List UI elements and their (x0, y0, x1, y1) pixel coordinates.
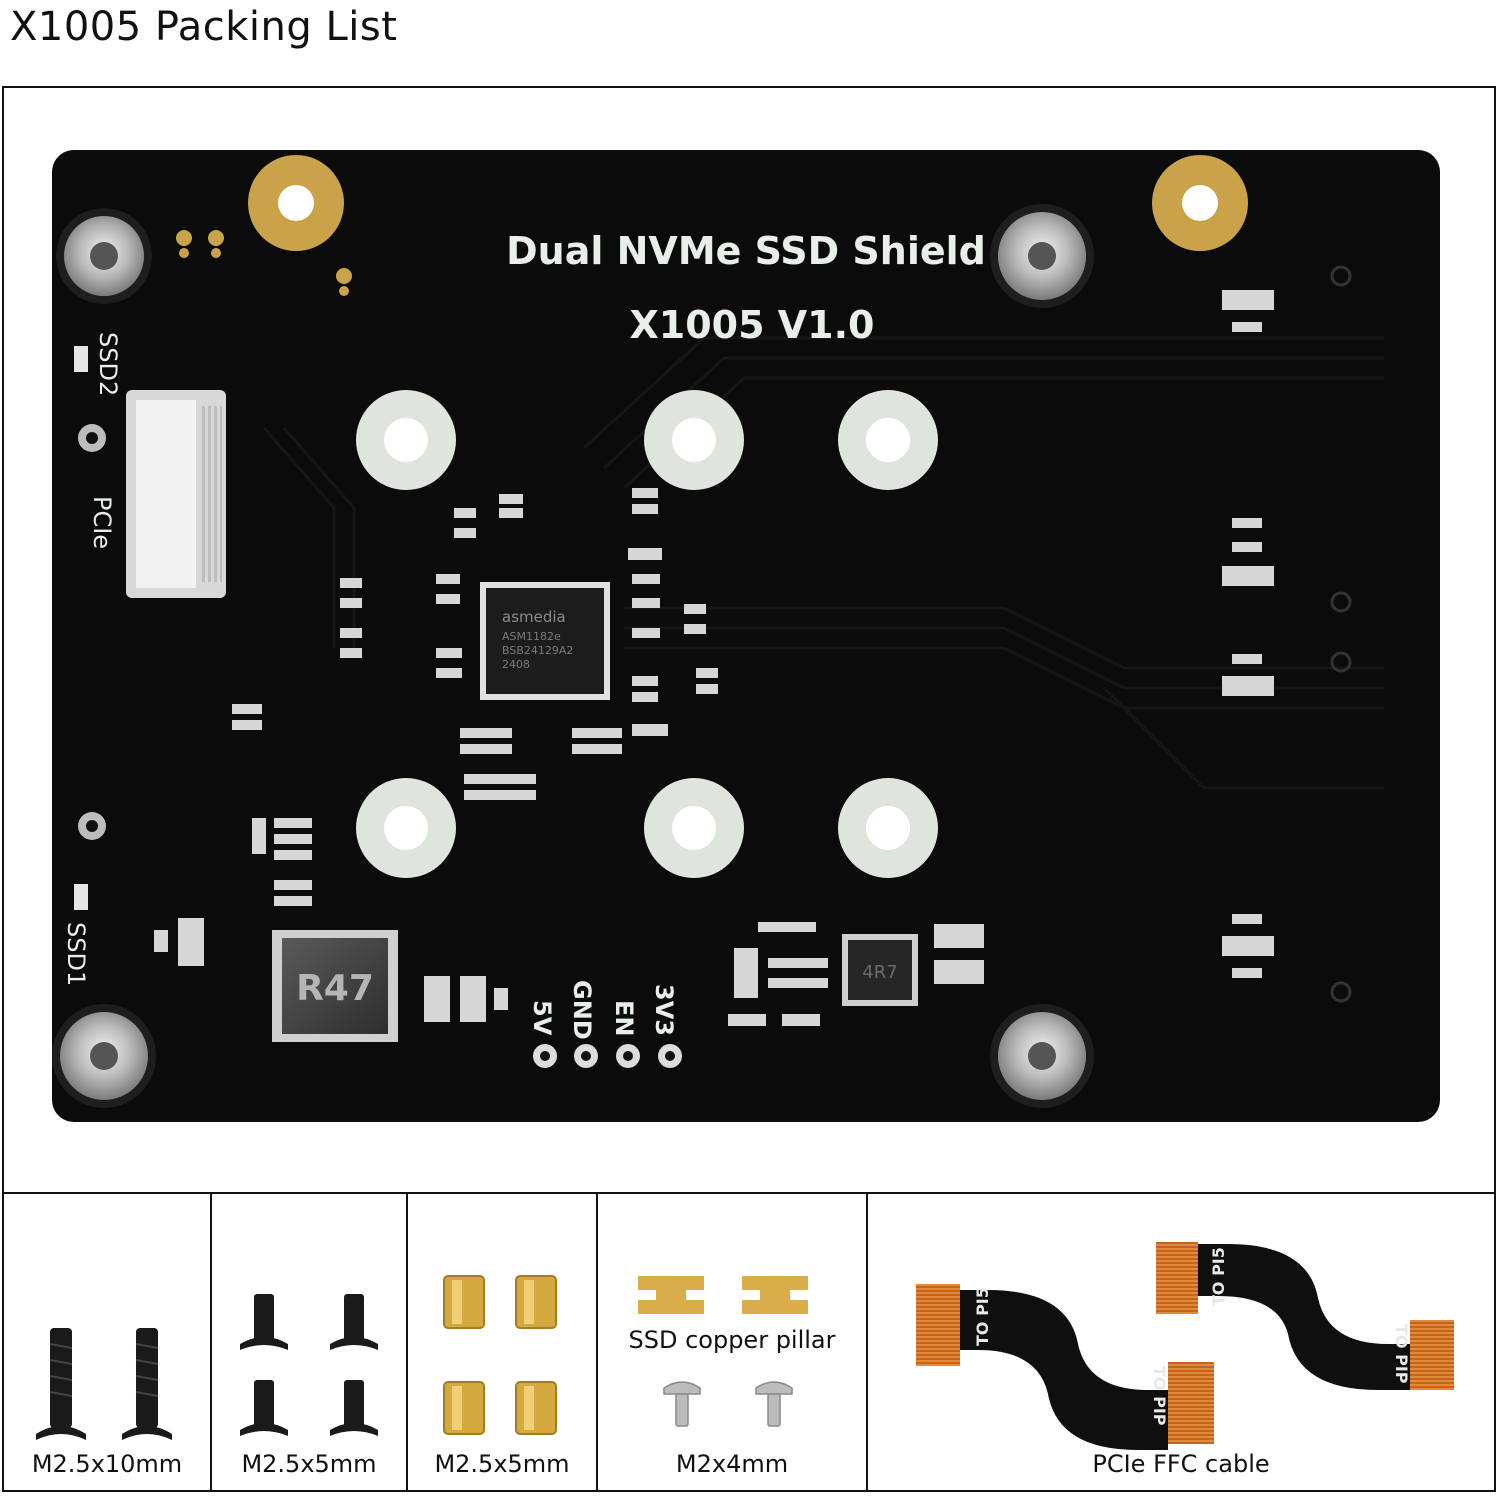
cell-divider (210, 1194, 212, 1490)
ffc-cable: TO PI5 TO PIP (1156, 1242, 1454, 1390)
metal-standoff (56, 208, 152, 304)
ffc-cable: TO PI5 TO PIP (916, 1284, 1214, 1450)
pogo-pins (176, 230, 352, 296)
cell-divider (866, 1194, 868, 1490)
page-title: X1005 Packing List (10, 4, 398, 50)
svg-text:TO PIP: TO PIP (1392, 1324, 1411, 1384)
item-cell-ffc-cables: TO PI5 TO PIP TO PI5 TO PIP PCIe FFC cab… (868, 1194, 1494, 1490)
item-cell-long-screws: M2.5x10mm (4, 1194, 210, 1490)
copper-pillar-icon (638, 1276, 808, 1427)
asmedia-chip: asmedia ASM1182e BSB24129A2 2408 (480, 582, 610, 700)
cell-divider (596, 1194, 598, 1490)
pcie-ffc-connector (126, 390, 226, 598)
svg-text:TO PI5: TO PI5 (973, 1287, 992, 1346)
packing-list-frame (2, 86, 1496, 1492)
cell-divider (406, 1194, 408, 1490)
svg-text:TO PIP: TO PIP (1150, 1366, 1169, 1426)
screw-long-icon (36, 1328, 172, 1440)
metal-standoff (990, 1004, 1094, 1108)
svg-text:4R7: 4R7 (862, 962, 897, 983)
svg-text:5V: 5V (528, 1000, 556, 1036)
section-divider (2, 1192, 1496, 1194)
svg-text:asmedia: asmedia (502, 608, 566, 626)
item-label: M2.5x5mm (434, 1450, 570, 1478)
item-cell-brass-standoffs: M2.5x5mm (408, 1194, 596, 1490)
screw-short-icon (240, 1294, 378, 1436)
item-top-label: SSD copper pillar (628, 1326, 836, 1354)
inductor-4r7: 4R7 (842, 934, 918, 1006)
board-name: Dual NVMe SSD Shield (506, 229, 986, 273)
pcb-board: asmedia ASM1182e BSB24129A2 2408 (52, 150, 1440, 1122)
metal-standoff (52, 1004, 156, 1108)
svg-text:GND: GND (568, 980, 596, 1040)
svg-text:ASM1182e: ASM1182e (502, 630, 561, 643)
item-cell-ssd-pillars: SSD copper pillar M2x4mm (598, 1194, 866, 1490)
ffc-cable-icon: TO PI5 TO PIP TO PI5 TO PIP (916, 1242, 1454, 1450)
metal-standoff (990, 204, 1094, 308)
svg-text:SSD2: SSD2 (94, 332, 122, 396)
item-label: M2.5x10mm (31, 1450, 183, 1478)
svg-text:BSB24129A2: BSB24129A2 (502, 644, 573, 657)
svg-text:R47: R47 (296, 968, 374, 1009)
inductor-r47: R47 (272, 930, 398, 1042)
board-version: X1005 V1.0 (629, 303, 874, 347)
svg-text:2408: 2408 (502, 658, 530, 671)
power-header-pads (533, 1044, 682, 1068)
svg-text:TO PI5: TO PI5 (1209, 1247, 1228, 1306)
svg-text:SSD1: SSD1 (62, 922, 90, 986)
item-cell-short-screws: M2.5x5mm (212, 1194, 406, 1490)
svg-text:PCIe: PCIe (88, 496, 116, 549)
board-photo: asmedia ASM1182e BSB24129A2 2408 (4, 88, 1494, 1192)
m2-screw-icon (663, 1381, 793, 1427)
item-label: PCIe FFC cable (1092, 1450, 1270, 1478)
item-label: M2.5x5mm (241, 1450, 377, 1478)
item-label: M2x4mm (675, 1450, 789, 1478)
svg-text:EN: EN (610, 1000, 638, 1036)
smd-components (154, 290, 1274, 1026)
brass-standoff-icon (443, 1275, 557, 1435)
svg-text:3V3: 3V3 (650, 984, 678, 1036)
